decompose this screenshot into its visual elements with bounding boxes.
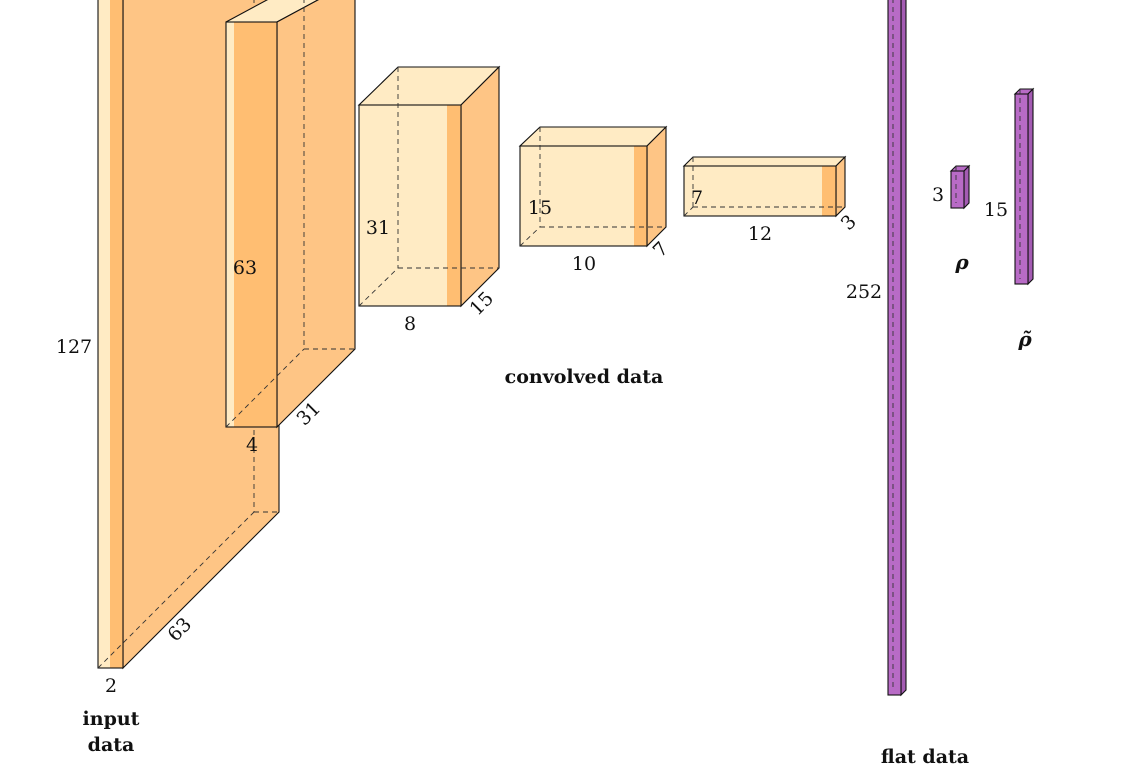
conv1-front-filter [234,22,277,427]
conv4-top-face [682,156,847,167]
conv1-front-outline [225,21,278,428]
input-layer-front-light [98,0,110,668]
rho-vector-front [950,170,965,209]
conv4-front-light [684,166,822,216]
flat-dim-label: 252 [846,281,882,303]
conv1-side-face [276,0,356,429]
flat-vector [887,0,907,697]
conv3-front-filter [634,146,647,246]
flat-caption: flat data [881,746,969,768]
conv1-layer [225,0,356,429]
conv2-front-filter [447,105,461,306]
input-caption-line2: data [88,734,135,756]
flat-vector-front [887,0,902,696]
conv4-hidden-edge [683,206,694,217]
conv3-layer [518,125,668,248]
conv4-height-label: 7 [691,187,703,209]
conv4-front-filter [822,166,836,216]
conv2-hidden-edge [358,267,399,307]
flat-vector-side [900,0,907,697]
conv1-width-label: 4 [246,434,258,456]
conv1-front-light [226,22,234,427]
input-layer-hidden-edge [97,511,255,669]
conv2-side-face [460,65,500,308]
rho-tilde-dim-label: 15 [984,199,1008,221]
conv4-depth-label: 3 [837,211,861,235]
conv1-hidden-edge [225,348,305,428]
conv2-width-label: 8 [404,313,416,335]
conv2-height-label: 31 [366,217,390,239]
rho-symbol: ρ [954,250,969,274]
conv3-front-outline [519,145,648,247]
conv2-layer [357,65,501,308]
conv4-layer [682,155,847,218]
conv1-height-label: 63 [233,257,257,279]
rho-tilde-symbol: ρ̃ [1017,327,1032,351]
rho-tilde-vector-front [1014,93,1029,285]
conv2-front-light [359,105,447,306]
input-width-label: 2 [105,675,117,697]
rho-tilde-vector [1013,87,1035,286]
conv3-hidden-edge [519,226,541,247]
input-caption-line1: input [83,708,140,730]
conv3-front-light [520,146,634,246]
conv3-top-face [518,126,668,147]
rho-tilde-vector-side [1027,87,1034,286]
rho-vector-side [963,164,970,210]
input-layer-front-outline [97,0,124,669]
rho-vector [949,164,971,210]
conv2-front-outline [358,104,462,307]
conv3-height-label: 15 [528,197,552,219]
input-height-label: 127 [56,336,92,358]
rho-dim-label: 3 [932,184,944,206]
conv3-width-label: 10 [572,253,596,275]
input-layer-front-filter [110,0,123,668]
conv3-depth-label: 7 [649,238,673,262]
conv3-side-face [646,125,667,248]
conv4-front-outline [683,165,837,217]
convolved-caption: convolved data [505,366,664,388]
conv4-width-label: 12 [748,223,772,245]
